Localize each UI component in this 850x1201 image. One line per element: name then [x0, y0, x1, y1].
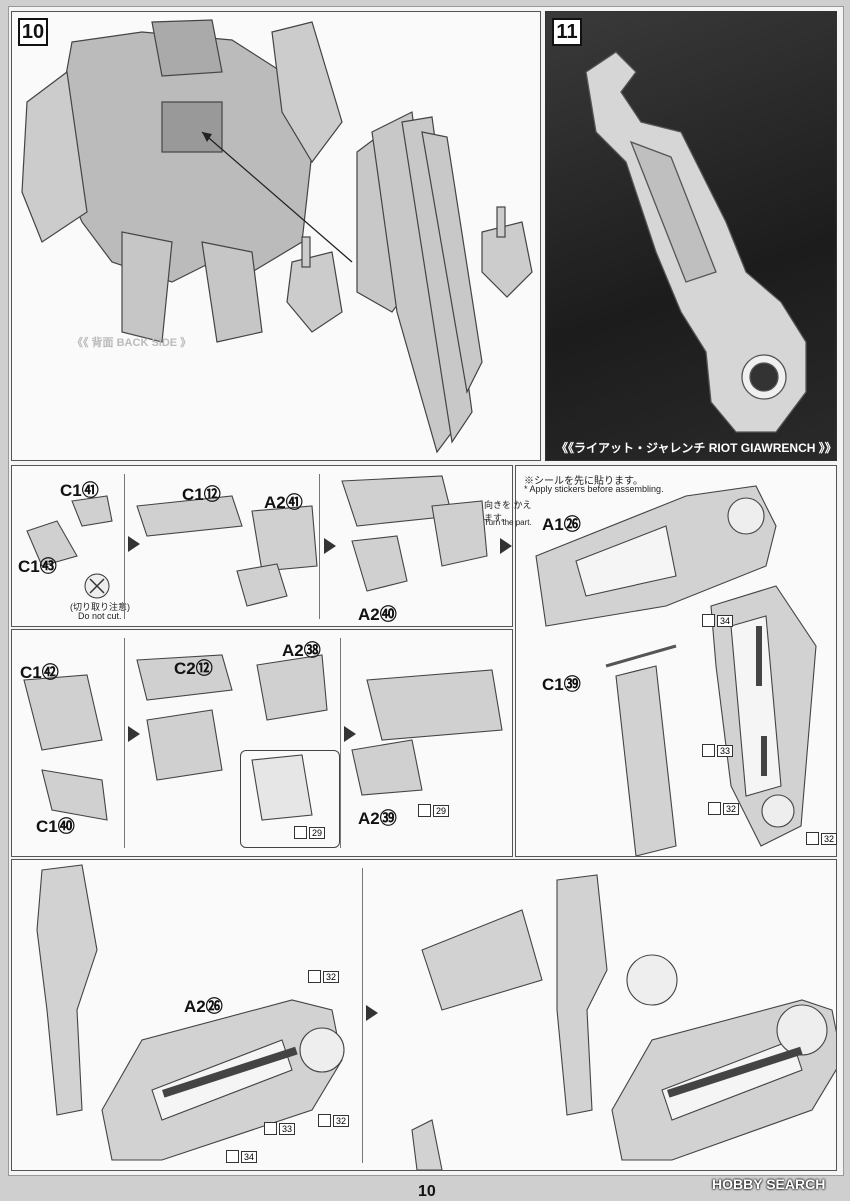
row1-illustration [26, 475, 488, 607]
step11-number: 11 [552, 18, 582, 46]
flow-arrow [366, 1005, 378, 1021]
step10-panel: 10 [11, 11, 541, 461]
divider [340, 638, 341, 848]
step11-panel: 11 《《ライアット・ジャレンチ RIOT GIAWRENCH 》》 [545, 11, 837, 461]
flow-arrow [500, 538, 512, 554]
sticker-33: 33 [702, 744, 734, 757]
detail-inset [240, 750, 340, 848]
turn-note-jp: 向きを かえます。 [484, 500, 532, 523]
label-a2-38: A2㊳ [282, 641, 321, 660]
riot-giawrench-illustration [585, 51, 807, 433]
sticker-32: 32 [806, 832, 838, 845]
divider [124, 474, 125, 619]
label-c2-12: C2⑫ [174, 659, 213, 678]
label-c1-40: C1㊵ [36, 817, 75, 836]
sticker-34: 34 [702, 614, 734, 627]
step10-side-label: 《《 背面 BACK SIDE 》 [72, 337, 192, 349]
label-a2-40: A2㊵ [358, 605, 397, 624]
row2-illustration [23, 654, 503, 821]
sticker-32-top: 32 [308, 970, 340, 983]
flow-arrow [128, 536, 140, 552]
wrench-parts-illustration [535, 485, 817, 856]
flow-arrow [344, 726, 356, 742]
sticker-29: 29 [418, 804, 450, 817]
turn-note-en: Turn the part. [484, 518, 532, 527]
step10-number: 10 [18, 18, 48, 46]
label-c1-42: C1㊷ [20, 663, 59, 682]
sticker-note-en: * Apply stickers before assembling. [524, 484, 664, 494]
sticker-34: 34 [226, 1150, 258, 1163]
hobby-search-watermark: HOBBY SEARCH [712, 1176, 826, 1192]
do-not-cut-jp: (切り取り注意) [70, 602, 130, 612]
divider [124, 638, 125, 848]
sticker-32: 32 [708, 802, 740, 815]
step11-title: 《《ライアット・ジャレンチ RIOT GIAWRENCH 》》 [556, 441, 837, 455]
sticker-note-jp: ※シールを先に貼ります。 [524, 476, 643, 487]
label-a2-39: A2㊴ [358, 809, 397, 828]
wrench-assembly-panel: ※シールを先に貼ります。 * Apply stickers before ass… [484, 465, 838, 857]
divider [319, 474, 320, 619]
row3-panel: A2㉖ 32 33 32 34 [11, 859, 837, 1171]
do-not-cut-en: Do not cut. [78, 611, 122, 621]
divider [362, 868, 363, 1163]
row2-panel: C1㊷ C1㊵ C2⑫ A2㊳ 29 A2㊴ 29 [11, 629, 513, 857]
label-c1-12: C1⑫ [182, 485, 221, 504]
label-a1-26: A1㉖ [542, 515, 581, 534]
flow-arrow [324, 538, 336, 554]
label-c1-43: C1㊸ [18, 557, 57, 576]
sticker-33: 33 [264, 1122, 296, 1135]
row1-panel: C1㊶ C1㊸ (切り取り注意) Do not cut. C1⑫ A2㊶ A2㊵ [11, 465, 513, 627]
flow-arrow [128, 726, 140, 742]
label-a2-26: A2㉖ [184, 997, 223, 1016]
row3-illustration [36, 864, 836, 1170]
page-number: 10 [418, 1183, 436, 1200]
label-c1-39: C1㊴ [542, 675, 581, 694]
sticker-32-bottom: 32 [318, 1114, 350, 1127]
instruction-page: 10 [8, 6, 844, 1176]
label-c1-41: C1㊶ [60, 481, 99, 500]
step10-illustration [21, 19, 533, 454]
label-a2-41: A2㊶ [264, 493, 303, 512]
sticker-29-inset: 29 [294, 826, 326, 839]
